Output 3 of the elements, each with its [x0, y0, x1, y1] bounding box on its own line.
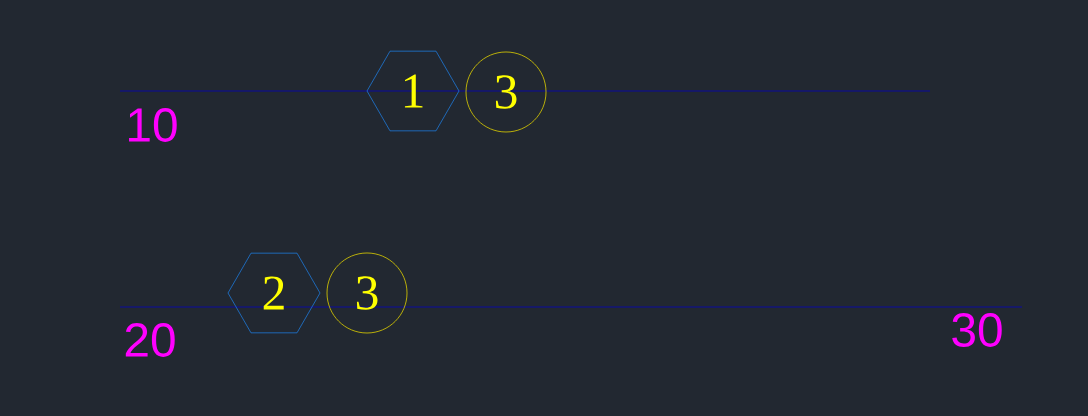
level-label: 20 [125, 323, 175, 357]
level-label: 30 [952, 313, 1002, 347]
level-label: 10 [129, 108, 177, 142]
